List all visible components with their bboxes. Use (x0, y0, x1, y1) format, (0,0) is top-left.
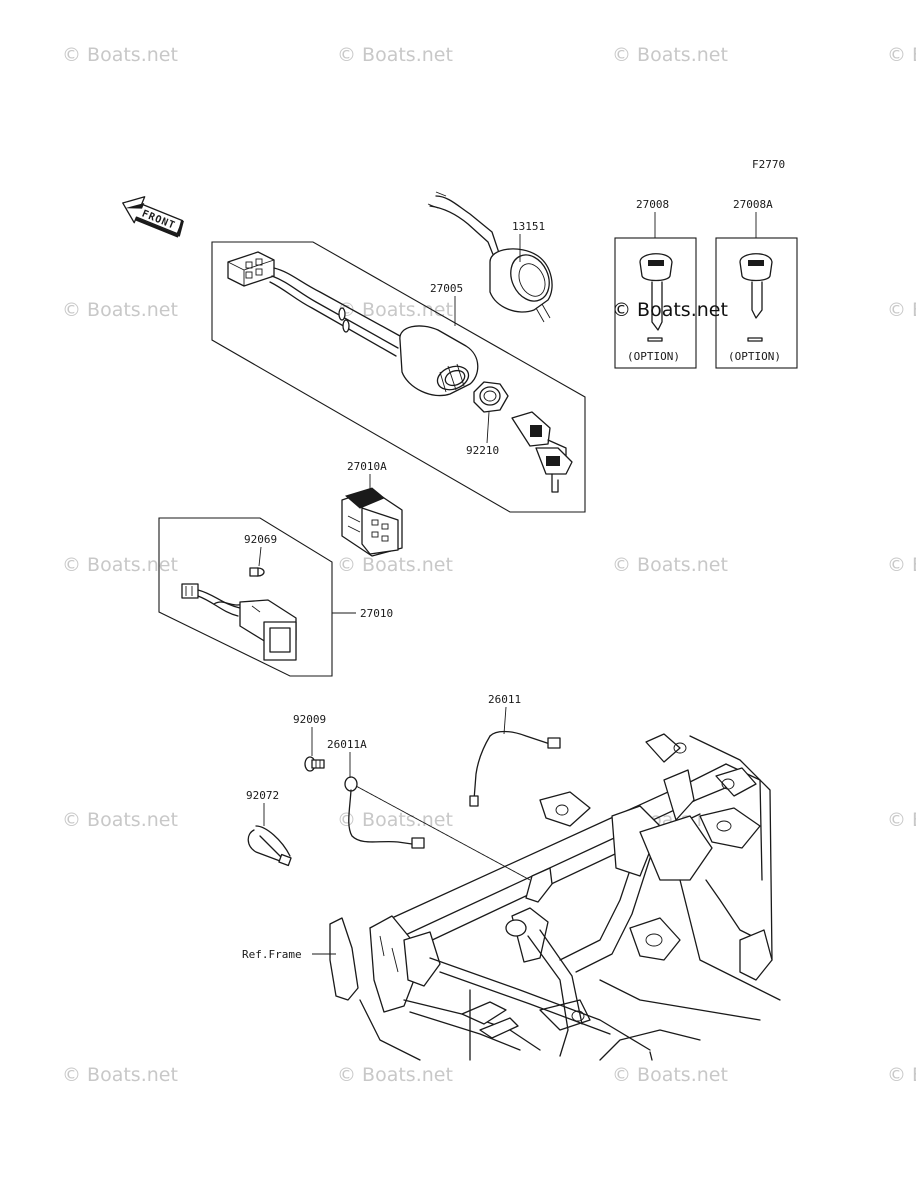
key-option-27008A: 27008A (OPTION) (715, 198, 798, 369)
watermark: © Boats.net (62, 299, 178, 321)
watermark-dark: © Boats.net (612, 299, 728, 321)
watermark: © Boats.net (337, 554, 453, 576)
watermark: © Boats.net (337, 299, 453, 321)
watermark: © Boats.net (62, 554, 178, 576)
front-arrow-icon: FRONT (122, 196, 184, 238)
part-label-92009: 92009 (293, 713, 326, 726)
watermark: © Boats.net (887, 1064, 916, 1086)
watermark: © Boats.net (887, 809, 916, 831)
watermark: © Boats.net (887, 554, 916, 576)
part-label-26011: 26011 (488, 693, 521, 706)
key-icon (739, 253, 773, 319)
ignition-switch-icon (399, 325, 479, 397)
watermark: © Boats.net (337, 809, 453, 831)
screw-icon (304, 756, 325, 772)
ignition-switch-group (211, 241, 586, 513)
frame-icon (329, 733, 781, 1061)
connector-icon (181, 583, 199, 599)
watermark: © Boats.net (612, 554, 728, 576)
key-cylinder-icon (427, 191, 553, 323)
key-icon (511, 411, 573, 493)
watermark: © Boats.net (887, 299, 916, 321)
clamp-band-icon (247, 825, 292, 867)
key-icon (639, 253, 673, 331)
watermark: © Boats.net (62, 809, 178, 831)
bulb-icon (249, 567, 265, 577)
watermark: © Boats.net (612, 1064, 728, 1086)
part-label-92072: 92072 (246, 789, 279, 802)
key-option-27008: 27008 (OPTION) (614, 198, 697, 369)
harness-26011-icon (469, 730, 561, 807)
diagram-code: F2770 (752, 158, 785, 171)
connector-icon (227, 251, 275, 287)
part-label-26011A: 26011A (327, 738, 367, 751)
part-label-92210: 92210 (466, 444, 499, 457)
switch-group-27010 (158, 517, 333, 677)
part-label-27005: 27005 (430, 282, 463, 295)
watermark: © Boats.net (337, 1064, 453, 1086)
part-label-27010A: 27010A (347, 460, 387, 473)
watermark-grid: © Boats.net © Boats.net © Boats.net © Bo… (62, 44, 916, 1086)
option-note: (OPTION) (728, 350, 781, 363)
part-label-27008: 27008 (636, 198, 669, 211)
rocker-switch-icon (341, 487, 403, 557)
watermark: © Boats.net (62, 1064, 178, 1086)
ground-lead-icon (344, 776, 425, 849)
ref-frame-label: Ref.Frame (242, 948, 302, 961)
watermark: © Boats.net (337, 44, 453, 66)
watermark: © Boats.net (612, 44, 728, 66)
part-label-27010: 27010 (360, 607, 393, 620)
watermark: © Boats.net (62, 44, 178, 66)
nut-icon (473, 381, 509, 413)
part-label-13151: 13151 (512, 220, 545, 233)
part-label-27008A: 27008A (733, 198, 773, 211)
watermark: © Boats.net (887, 44, 916, 66)
option-note: (OPTION) (627, 350, 680, 363)
part-label-92069: 92069 (244, 533, 277, 546)
